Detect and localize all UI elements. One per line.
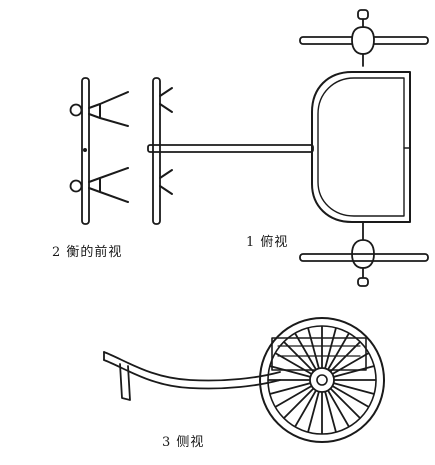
wheel-spoke: [294, 389, 317, 428]
top-hub: [351, 26, 375, 55]
top-axle-cap: [357, 9, 369, 20]
wheel-spoke: [333, 382, 375, 395]
wheel-spoke: [327, 389, 350, 428]
wheel-spoke: [274, 352, 313, 375]
side-view: [103, 317, 385, 443]
wheel-spoke: [274, 385, 313, 408]
top-axle: [299, 9, 429, 67]
wheel-spoke: [294, 332, 317, 371]
wheel-spoke: [283, 341, 315, 373]
wheel-spoke: [331, 385, 370, 408]
wheel-spoke: [331, 352, 370, 375]
wheel-spoke: [269, 365, 311, 378]
wheel-axle-end: [316, 374, 328, 386]
wheel-spoke: [324, 327, 337, 369]
wheel-spoke: [307, 327, 320, 369]
wheel-spoke: [329, 341, 361, 373]
draught-pole: [147, 144, 314, 153]
wheel-spoke: [324, 391, 337, 433]
side-box: [271, 337, 367, 371]
wheel-spoke: [329, 387, 361, 419]
yoke-top: [152, 77, 173, 225]
wheel-spoke: [333, 365, 375, 378]
lower-ring: [69, 179, 83, 193]
yoke-side: [119, 363, 131, 401]
wheel-spoke: [283, 387, 315, 419]
bottom-axle: [299, 221, 429, 287]
yoke-front-view: [69, 77, 129, 225]
label-front-view: 2 衡的前视: [52, 244, 122, 260]
wheel-spoke: [327, 332, 350, 371]
carriage-box: [311, 71, 411, 223]
wheel-spoke: [307, 391, 320, 433]
upper-ring: [69, 103, 83, 117]
label-top-view: 1 俯视: [246, 234, 288, 250]
wheel-spokes: [268, 326, 376, 434]
wheel: [259, 317, 385, 443]
top-view: [147, 9, 429, 287]
wheel-spoke: [269, 382, 311, 395]
label-side-view: 3 侧视: [162, 435, 204, 450]
bottom-axle-cap: [357, 277, 369, 287]
